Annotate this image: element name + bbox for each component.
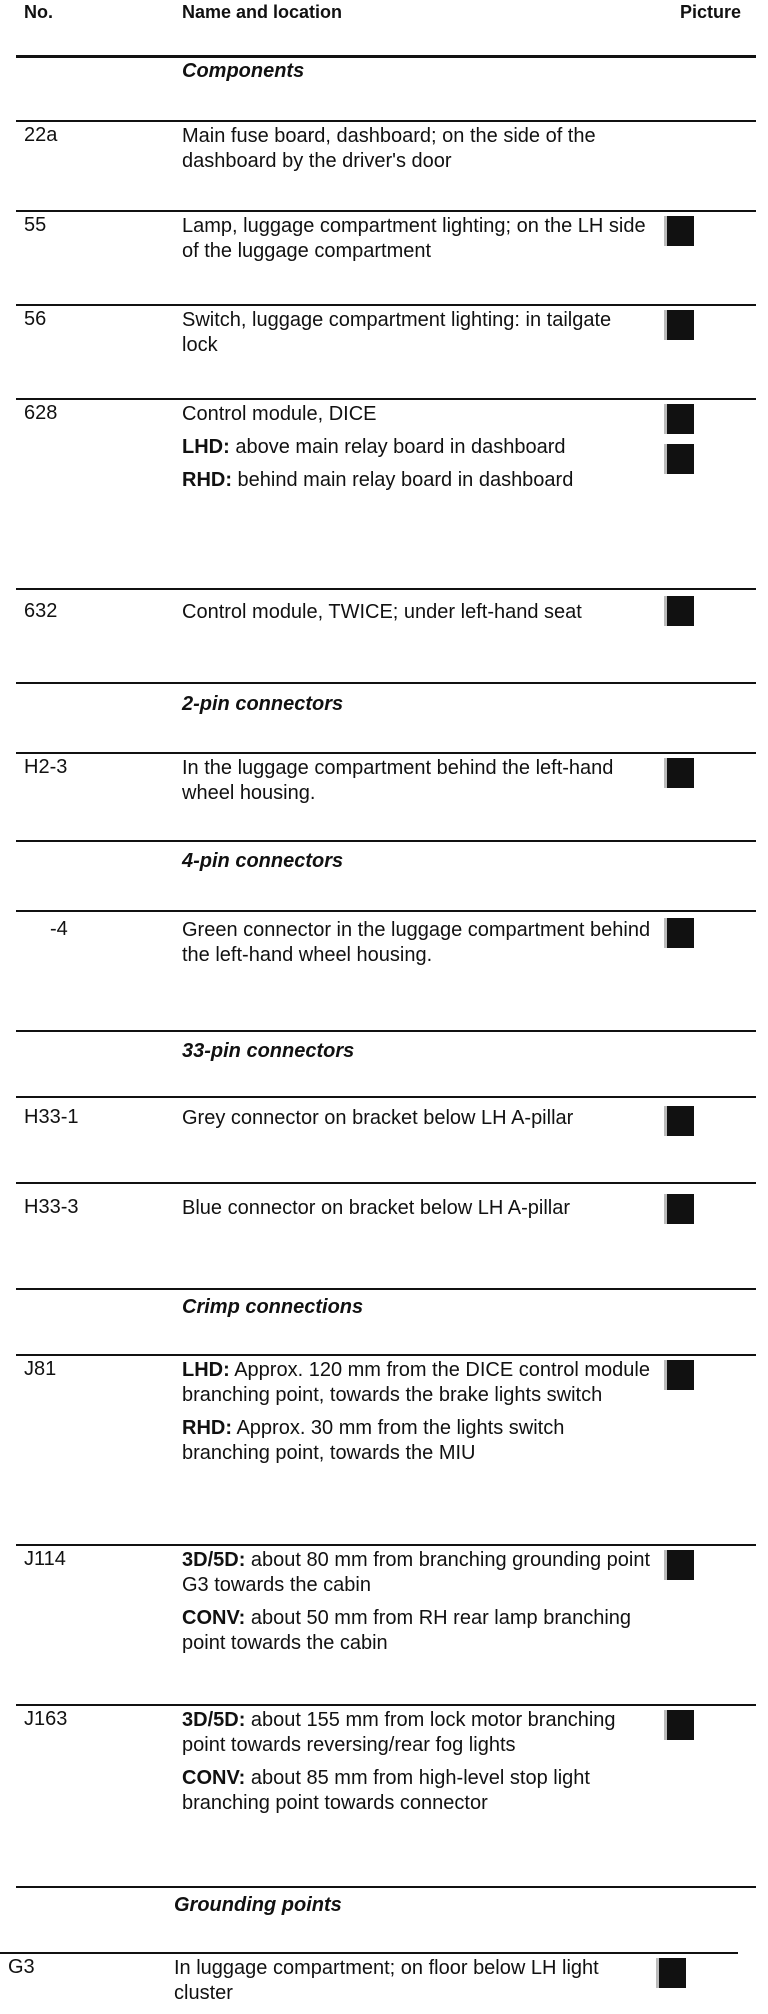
picture-thumbnail[interactable] xyxy=(664,444,694,474)
picture-thumbnail[interactable] xyxy=(664,404,694,434)
row-description: In the luggage compartment behind the le… xyxy=(182,757,614,804)
picture-thumbnail[interactable] xyxy=(664,1550,694,1580)
row-description: In luggage compartment; on floor below L… xyxy=(174,1957,599,2004)
section-rule xyxy=(16,840,756,842)
section-components: Components xyxy=(182,60,305,82)
row-description: Control module, TWICE; under left-hand s… xyxy=(182,601,582,623)
section-rule xyxy=(16,682,756,684)
row-description: Switch, luggage compartment lighting: in… xyxy=(182,309,612,356)
section-rule xyxy=(16,1030,756,1032)
row-number: H33-3 xyxy=(24,1196,79,1218)
picture-thumbnail[interactable] xyxy=(656,1958,686,1988)
row-rule xyxy=(16,304,756,306)
row-rule xyxy=(16,210,756,212)
row-number: H33-1 xyxy=(24,1106,79,1128)
row-description: Lamp, luggage compartment lighting; on t… xyxy=(182,215,646,262)
picture-thumbnail[interactable] xyxy=(664,1710,694,1740)
row-description: 3D/5D: about 80 mm from branching ground… xyxy=(182,1549,651,1654)
section-crimp-connections: Crimp connections xyxy=(182,1296,364,1318)
row-rule xyxy=(16,1544,756,1546)
row-rule xyxy=(16,1354,756,1356)
row-number: G3 xyxy=(8,1956,35,1978)
section-rule xyxy=(16,1886,756,1888)
row-number: 22a xyxy=(24,124,58,146)
column-header-picture: Picture xyxy=(680,2,742,22)
row-rule xyxy=(16,588,756,590)
row-rule xyxy=(16,910,756,912)
row-rule xyxy=(16,120,756,122)
row-description: Blue connector on bracket below LH A-pil… xyxy=(182,1197,570,1219)
section-rule xyxy=(16,1288,756,1290)
picture-thumbnail[interactable] xyxy=(664,758,694,788)
row-rule xyxy=(16,1704,756,1706)
picture-thumbnail[interactable] xyxy=(664,918,694,948)
picture-thumbnail[interactable] xyxy=(664,216,694,246)
picture-thumbnail[interactable] xyxy=(664,596,694,626)
row-number: 55 xyxy=(24,214,47,236)
row-rule xyxy=(16,398,756,400)
section-grounding-points: Grounding points xyxy=(174,1894,342,1916)
row-description: Green connector in the luggage compartme… xyxy=(182,919,651,966)
row-number: 628 xyxy=(24,402,58,424)
column-header-name: Name and location xyxy=(182,2,343,22)
row-rule xyxy=(16,1182,756,1184)
row-number: 56 xyxy=(24,308,47,330)
row-description: Grey connector on bracket below LH A-pil… xyxy=(182,1107,574,1129)
section-2-pin-connectors: 2-pin connectors xyxy=(182,693,344,715)
picture-thumbnail[interactable] xyxy=(664,1194,694,1224)
row-rule xyxy=(16,1096,756,1098)
picture-thumbnail[interactable] xyxy=(664,1360,694,1390)
picture-thumbnail[interactable] xyxy=(664,1106,694,1136)
row-rule xyxy=(0,1952,738,1954)
row-number: H2-3 xyxy=(24,756,68,778)
row-number: -4 xyxy=(50,918,68,940)
picture-thumbnail[interactable] xyxy=(664,310,694,340)
row-description: LHD: Approx. 120 mm from the DICE contro… xyxy=(182,1359,650,1464)
section-33-pin-connectors: 33-pin connectors xyxy=(182,1040,355,1062)
column-header-no: No. xyxy=(24,2,53,22)
header-rule xyxy=(16,55,756,58)
row-number: J163 xyxy=(24,1708,68,1730)
row-number: 632 xyxy=(24,600,58,622)
row-number: J81 xyxy=(24,1358,57,1380)
row-number: J114 xyxy=(24,1548,66,1570)
row-description: Main fuse board, dashboard; on the side … xyxy=(182,125,596,172)
row-rule xyxy=(16,752,756,754)
row-description: 3D/5D: about 155 mm from lock motor bran… xyxy=(182,1709,616,1814)
row-description: Control module, DICE LHD: above main rel… xyxy=(182,403,574,491)
section-4-pin-connectors: 4-pin connectors xyxy=(182,850,344,872)
